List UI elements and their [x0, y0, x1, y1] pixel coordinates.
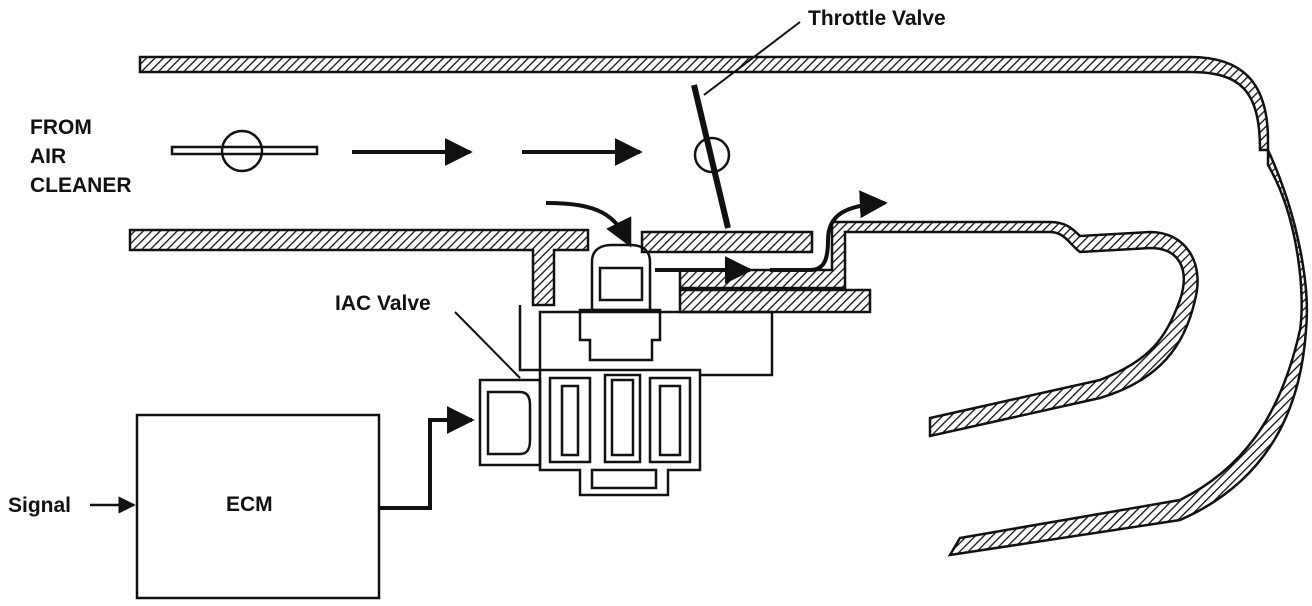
iac-valve-leader [454, 311, 521, 379]
intake-lower-wall-left [128, 228, 590, 307]
ecm-to-iac-line [379, 406, 475, 510]
throttle-valve-label: Throttle Valve [808, 7, 946, 30]
bypass-passage-floor [678, 288, 872, 314]
throttle-bore-lip [640, 230, 814, 254]
throttle-shaft [693, 136, 731, 174]
from-label-line-2: AIR [30, 145, 67, 168]
iac-valve-body [478, 243, 702, 497]
bypass-and-manifold-wall [678, 220, 1199, 438]
air-inlet-symbol [170, 129, 319, 173]
iac-housing-outline [518, 305, 774, 377]
signal-label: Signal [8, 494, 72, 517]
iac-valve-label: IAC Valve [335, 292, 431, 315]
throttle-plate [691, 84, 731, 229]
throttle-valve-leader [703, 21, 801, 96]
from-label-line-1: FROM [30, 116, 92, 139]
intake-upper-wall [138, 55, 1309, 557]
ecm-label: ECM [226, 493, 273, 516]
airflow-arrows [352, 138, 888, 284]
from-label-line-3: CLEANER [30, 174, 132, 197]
from-air-cleaner-label: FROM AIR CLEANER [30, 113, 132, 200]
